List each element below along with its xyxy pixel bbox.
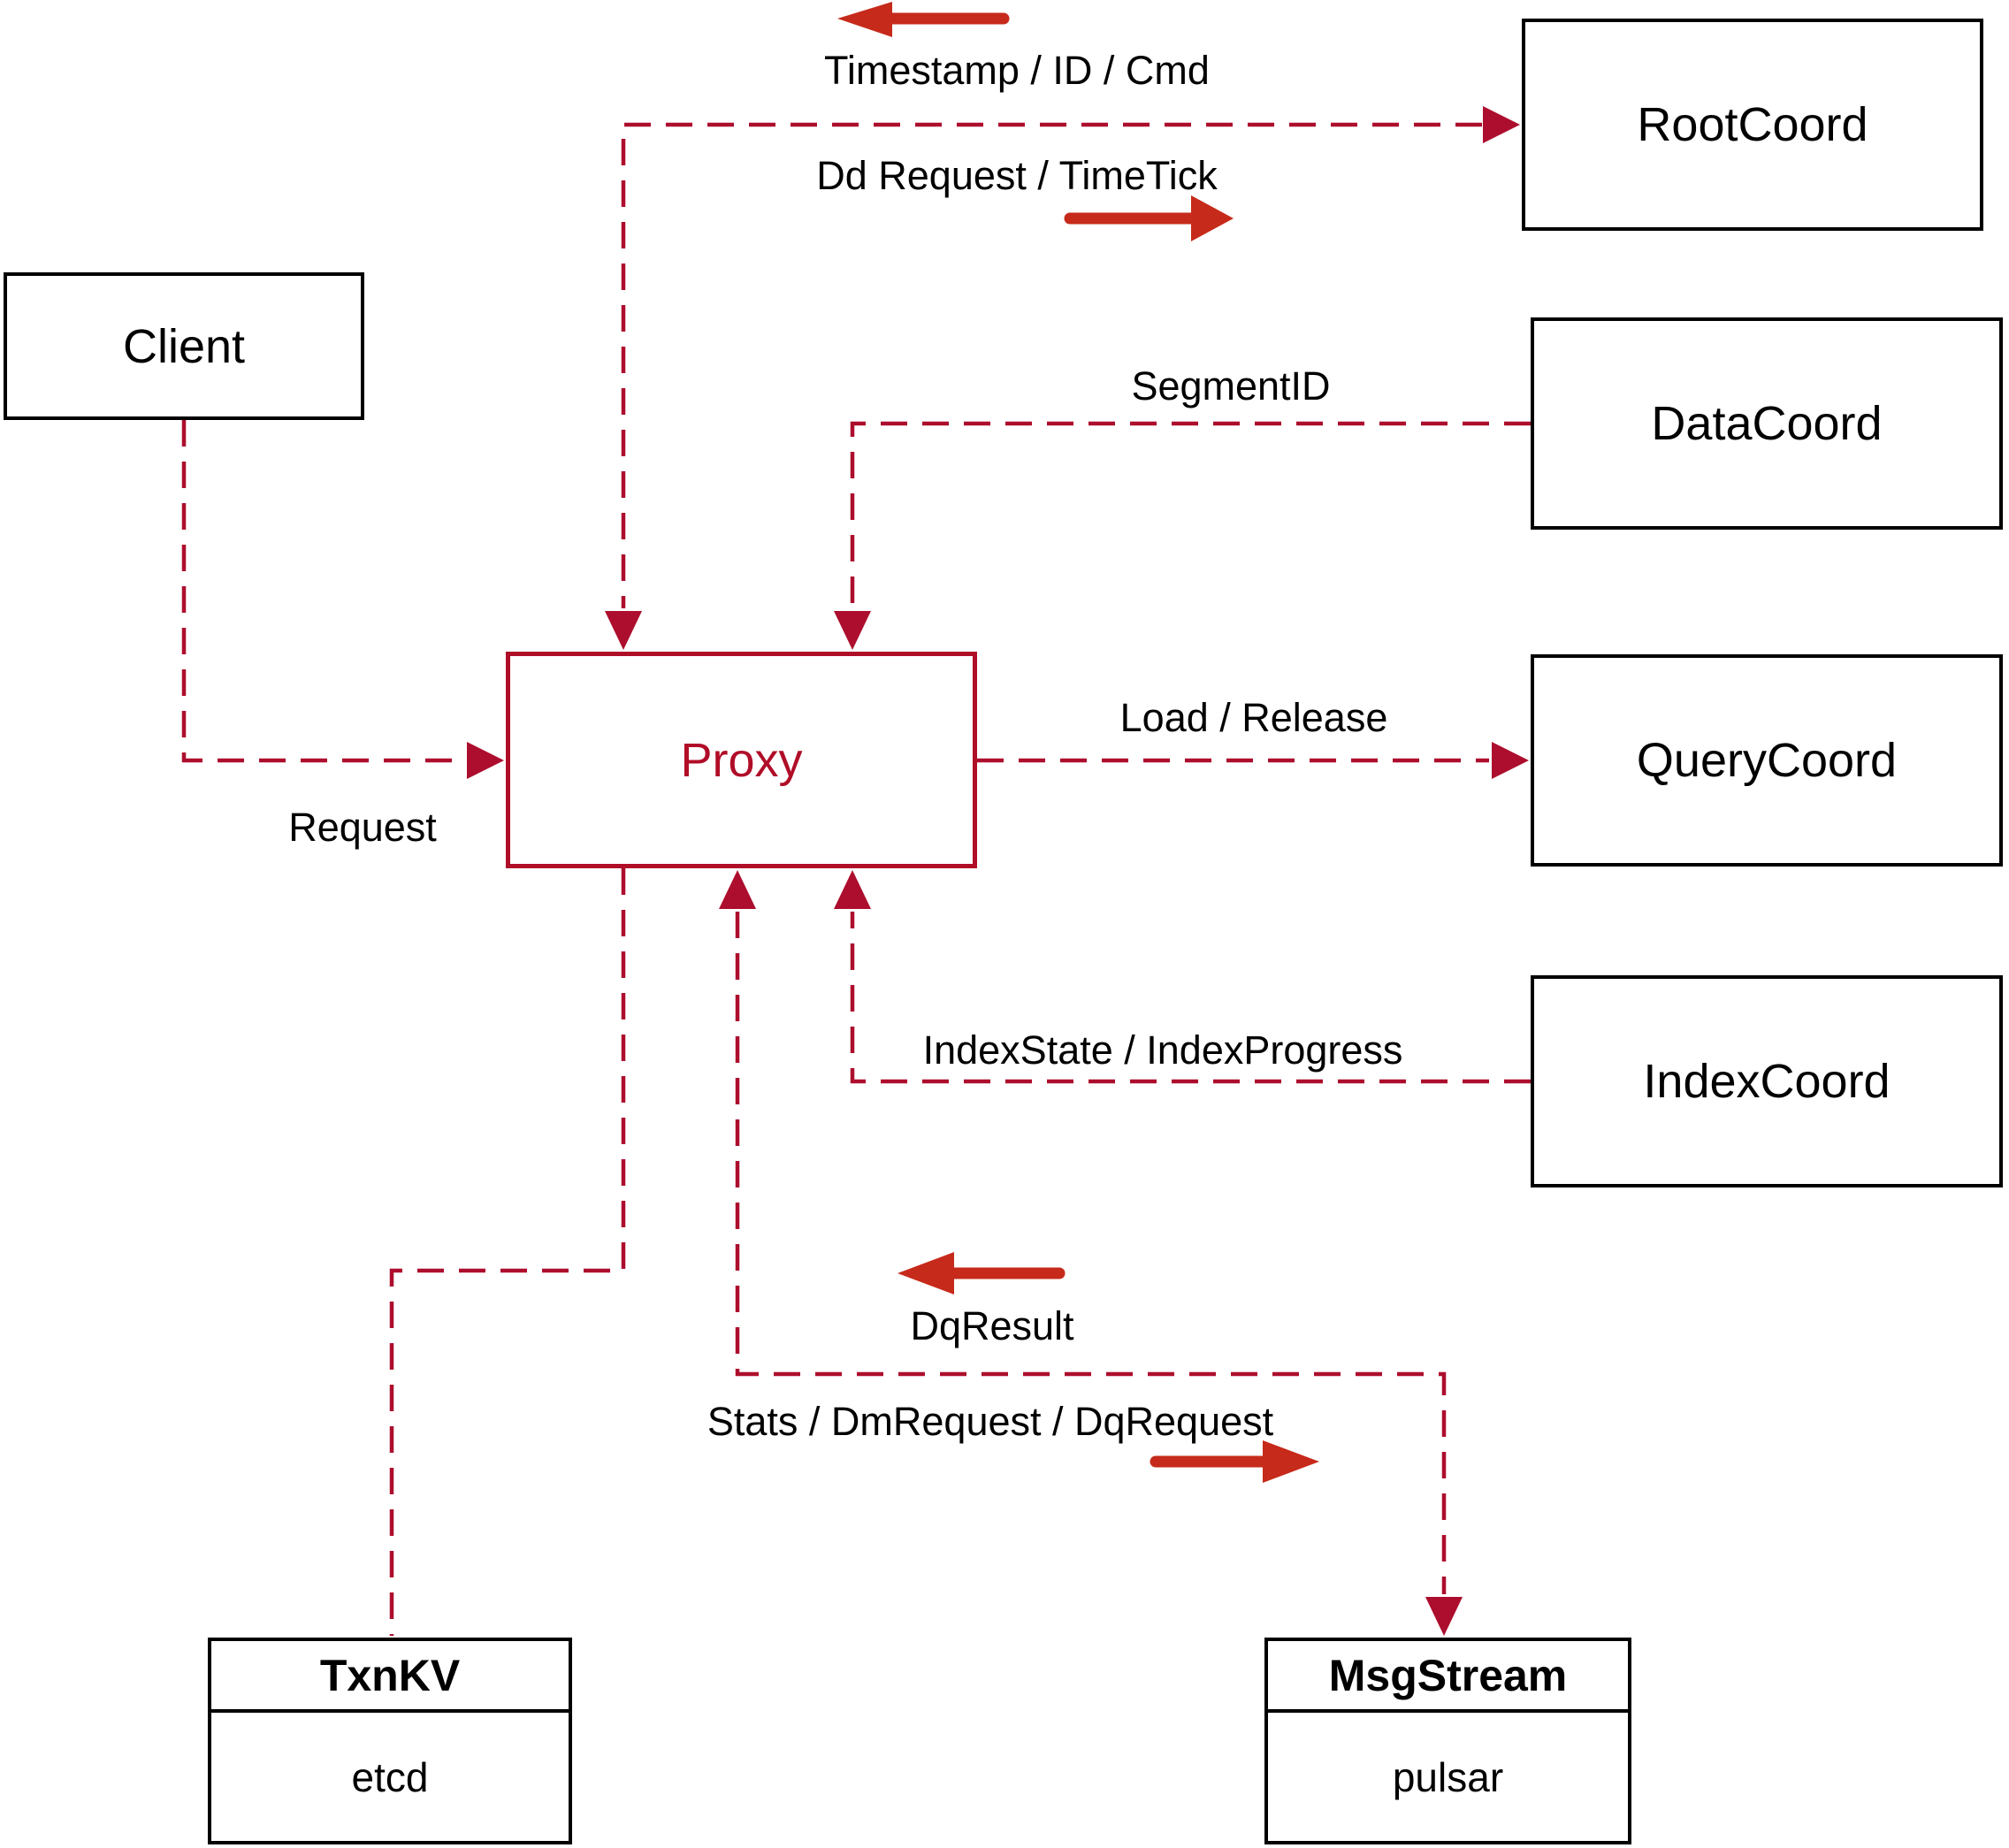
- edge-label-stats-dmrequest-dqrequest: Stats / DmRequest / DqRequest: [707, 1399, 1274, 1444]
- edge-label-timestamp-id-cmd: Timestamp / ID / Cmd: [824, 48, 1210, 93]
- node-indexcoord: IndexCoord: [1531, 975, 2003, 1187]
- node-querycoord-label: QueryCoord: [1636, 734, 1898, 787]
- node-txnkv-impl: etcd: [351, 1753, 429, 1800]
- node-indexcoord-label: IndexCoord: [1643, 1055, 1891, 1108]
- edge-proxy-msgstream: [735, 912, 1447, 1594]
- solid-arrow-left-dqresult-icon: [898, 1252, 1066, 1294]
- node-txnkv-title: TxnKV: [211, 1641, 569, 1713]
- edge-proxy-txnkv: [389, 868, 626, 1636]
- node-rootcoord: RootCoord: [1522, 19, 1983, 231]
- node-client-label: Client: [122, 319, 246, 373]
- edge-label-indexstate-indexprogress: IndexState / IndexProgress: [922, 1027, 1403, 1073]
- edge-label-dqresult: DqResult: [910, 1303, 1074, 1348]
- node-msgstream: MsgStream pulsar: [1264, 1638, 1631, 1844]
- arrowhead-into-proxy-left-icon: [467, 742, 504, 779]
- node-querycoord: QueryCoord: [1531, 654, 2003, 867]
- arrowhead-into-proxy-top-right-icon: [834, 611, 871, 650]
- arrowhead-into-querycoord-icon: [1492, 742, 1529, 779]
- node-proxy: Proxy: [506, 652, 977, 868]
- solid-arrow-right-top-icon: [1064, 195, 1234, 241]
- arrowhead-into-proxy-bottom-left-icon: [719, 870, 756, 909]
- edge-label-request: Request: [288, 805, 437, 850]
- arrowhead-into-msgstream-icon: [1425, 1597, 1463, 1636]
- edge-proxy-rootcoord: [621, 122, 1482, 608]
- node-proxy-label: Proxy: [680, 733, 803, 787]
- node-client: Client: [4, 272, 364, 420]
- solid-arrow-right-stats-icon: [1150, 1440, 1319, 1483]
- solid-arrow-left-top-icon: [837, 2, 1010, 37]
- edge-label-dd-request-timetick: Dd Request / TimeTick: [816, 153, 1218, 198]
- node-datacoord: DataCoord: [1531, 317, 2003, 530]
- node-datacoord-label: DataCoord: [1651, 397, 1883, 450]
- edge-client-proxy: [181, 420, 465, 763]
- node-txnkv: TxnKV etcd: [208, 1638, 572, 1844]
- edge-label-load-release: Load / Release: [1119, 695, 1388, 740]
- arrowhead-into-proxy-bottom-right-icon: [834, 870, 871, 909]
- node-msgstream-title: MsgStream: [1268, 1641, 1628, 1713]
- edge-datacoord-proxy: [850, 421, 1531, 608]
- arrowhead-into-proxy-top-left-icon: [605, 611, 642, 650]
- node-rootcoord-label: RootCoord: [1637, 98, 1868, 151]
- edge-indexcoord-proxy: [850, 912, 1531, 1084]
- edge-label-segmentid: SegmentID: [1131, 363, 1331, 409]
- node-msgstream-impl: pulsar: [1392, 1753, 1504, 1800]
- arrowhead-into-rootcoord-icon: [1483, 106, 1520, 143]
